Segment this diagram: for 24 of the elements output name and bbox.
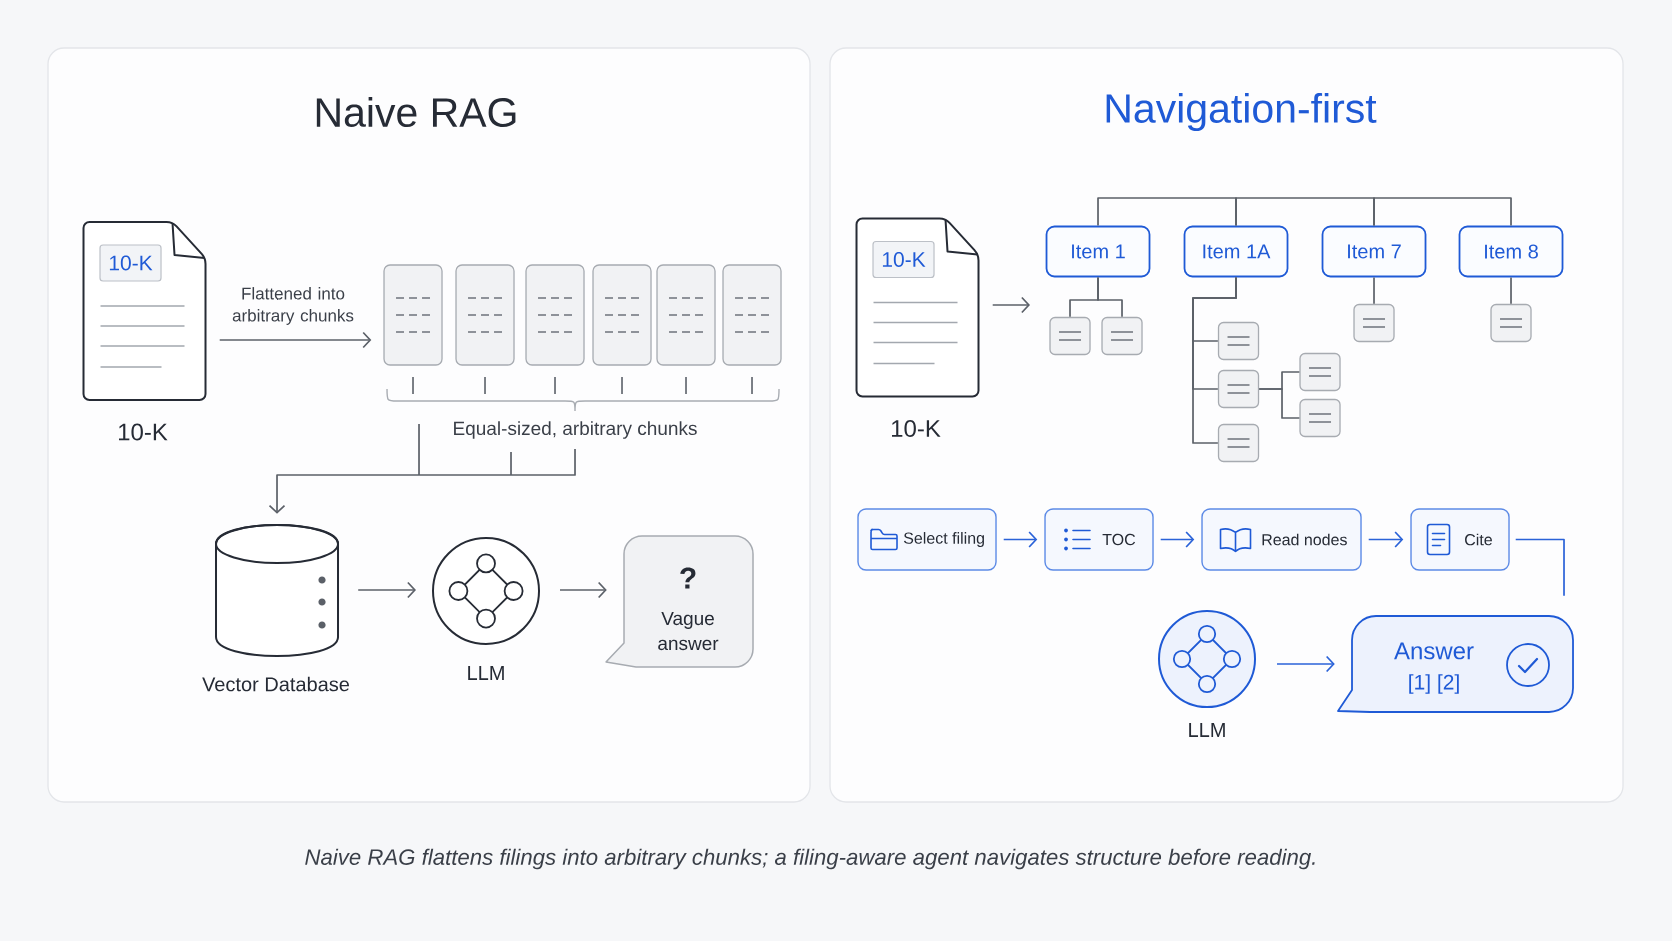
panel-title: Naive RAG: [316, 96, 516, 128]
node-label: LLM: [468, 666, 504, 680]
step-box: TOC: [1044, 508, 1154, 571]
bubble-text: Vague answer: [658, 611, 719, 651]
citation-links: [1] [2]: [1409, 674, 1459, 694]
item-box: Item 1A: [1183, 225, 1289, 278]
item-box: Item 8: [1458, 225, 1564, 278]
brace-label: Equal-sized, arbitrary chunks: [454, 421, 697, 439]
question-mark: ?: [680, 567, 696, 589]
node-label: 10-K: [119, 423, 168, 441]
edge-label: Flattened into arbitrary chunks: [232, 287, 354, 325]
node-label: Vector Database: [202, 676, 349, 692]
tag: 10-K: [99, 244, 162, 282]
item-box: Item 1: [1045, 225, 1151, 278]
node-label: 10-K: [892, 420, 941, 437]
step-box: Read nodes: [1201, 508, 1362, 571]
node-label: LLM: [1189, 723, 1225, 737]
step-box: Select filing: [857, 508, 997, 571]
item-box: Item 7: [1321, 225, 1427, 278]
step-box: Cite: [1410, 508, 1510, 571]
caption: Naive RAG flattens filings into arbitrary chunks; a filing-aware agent navigates structure before reading.: [305, 848, 1315, 870]
panel-title: Navigation-first: [1106, 92, 1377, 132]
answer-title: Answer: [1394, 642, 1474, 660]
tag: 10-K: [872, 240, 935, 279]
